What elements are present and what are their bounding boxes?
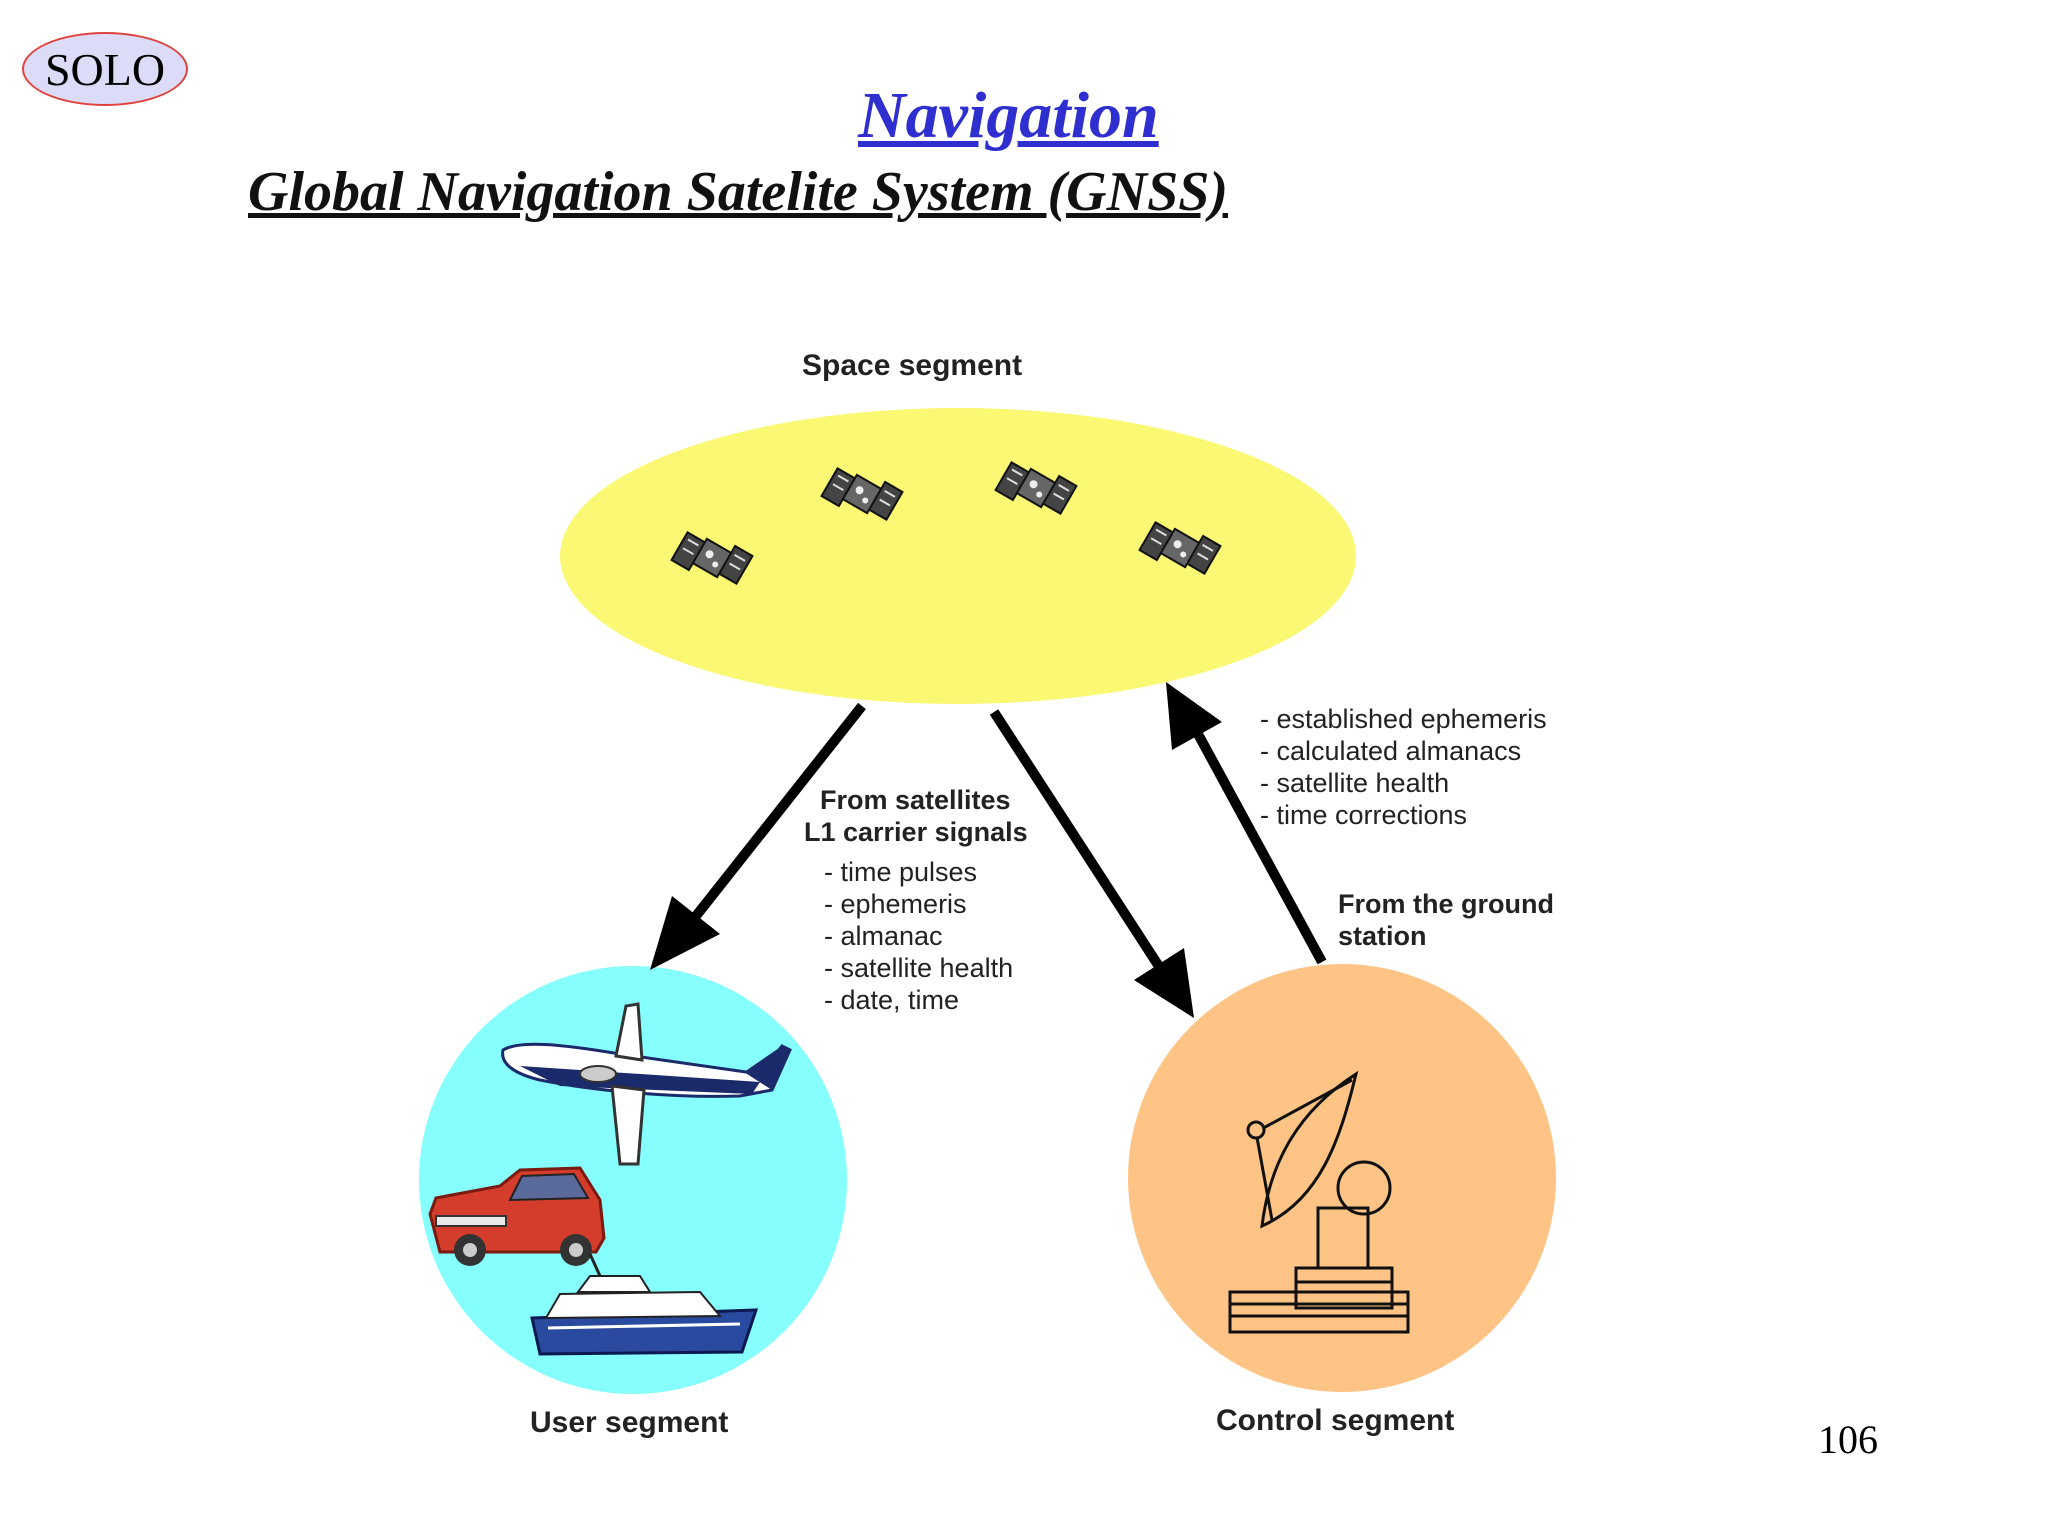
downlink-heading-2: L1 carrier signals — [804, 817, 1028, 847]
page-number: 106 — [1818, 1417, 1878, 1462]
solo-logo: SOLO — [22, 32, 188, 106]
downlink-item: - ephemeris — [824, 889, 967, 919]
ground-station-line-2: station — [1338, 921, 1427, 951]
logo-text: SOLO — [44, 43, 166, 95]
satellite-dish-icon — [1228, 1070, 1410, 1334]
ground-station-line-1: From the ground — [1338, 889, 1554, 919]
uplink-item: - time corrections — [1260, 800, 1468, 830]
boat-icon — [530, 1253, 759, 1356]
downlink-item: - time pulses — [824, 857, 978, 887]
space-segment-label: Space segment — [802, 349, 1023, 382]
uplink-item: - calculated almanacs — [1260, 736, 1522, 766]
downlink-item: - almanac — [824, 921, 943, 951]
uplink-info: - established ephemeris - calculated alm… — [1260, 703, 1547, 831]
space-segment-ellipse — [560, 408, 1356, 704]
uplink-item: - established ephemeris — [1260, 704, 1547, 734]
ground-station-label: From the ground station — [1338, 888, 1554, 952]
downlink-arrow-to-control — [989, 709, 1194, 1018]
user-segment-label: User segment — [530, 1406, 729, 1439]
downlink-item: - satellite health — [824, 953, 1014, 983]
downlink-item: - date, time — [824, 985, 960, 1015]
slide-subtitle: Global Navigation Satelite System (GNSS) — [248, 161, 1228, 223]
downlink-items: - time pulses - ephemeris - almanac - sa… — [804, 856, 1028, 1016]
car-icon — [428, 1166, 606, 1266]
downlink-heading-1: From satellites — [820, 785, 1011, 815]
control-segment-label: Control segment — [1216, 1404, 1455, 1437]
uplink-arrow-to-space — [1166, 682, 1327, 965]
slide-title: Navigation — [858, 79, 1159, 152]
airplane-icon — [501, 1002, 792, 1166]
downlink-arrow-to-user — [650, 702, 866, 970]
downlink-info: From satellites L1 carrier signals - tim… — [804, 784, 1028, 1016]
uplink-item: - satellite health — [1260, 768, 1450, 798]
